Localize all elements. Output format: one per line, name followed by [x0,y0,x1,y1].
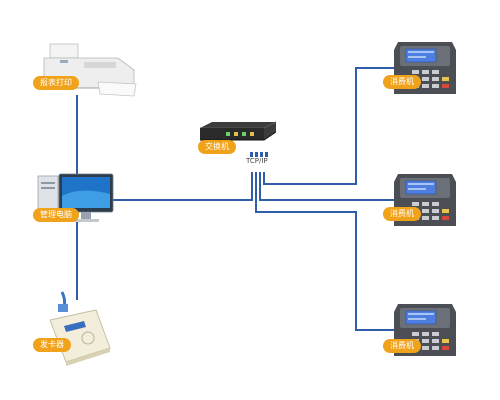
computer-icon [37,173,114,222]
card-reader-node [44,290,114,370]
pos-terminal-icon [394,42,456,94]
wire-computer-switch [112,172,253,201]
wire-switch-terminal-3 [255,172,396,331]
terminal-label-1: 消费机 [383,75,421,89]
computer-label: 管理电脑 [33,208,79,222]
card-reader-label: 发卡器 [33,338,71,352]
switch-node [196,118,280,148]
wire-switch-terminal-1 [263,67,396,185]
printer-label: 报表打印 [33,76,79,90]
terminal-label-2: 消费机 [383,207,421,221]
network-switch-icon [200,121,277,141]
pos-terminal-icon [394,174,456,226]
protocol-label: TCP/IP [244,157,270,165]
terminal-node-1 [392,40,458,98]
card-reader-icon [49,291,111,366]
computer-node [35,172,120,227]
printer-icon [43,43,137,97]
terminal-node-2 [392,172,458,230]
switch-label: 交换机 [198,140,236,154]
printer-node [38,40,138,100]
wire-switch-terminal-2 [259,172,396,201]
terminal-label-3: 消费机 [383,339,421,353]
switch-ports [248,146,270,158]
